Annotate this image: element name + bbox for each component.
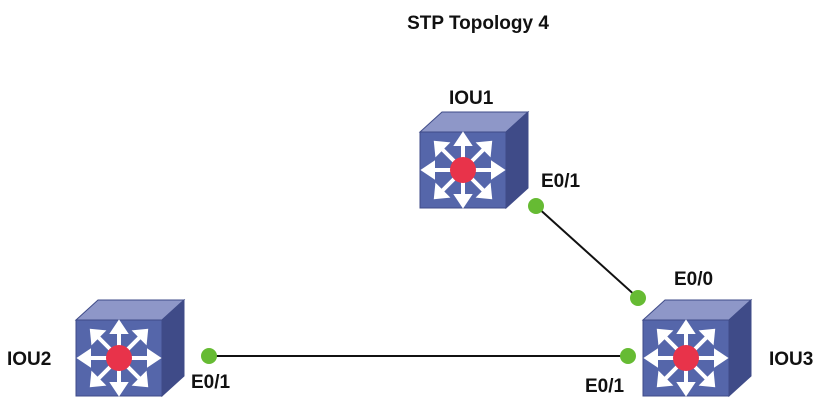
layer3-switch-icon — [641, 298, 753, 398]
layer3-switch-icon — [418, 110, 530, 210]
port-dot-iou3-e0-1[interactable] — [620, 348, 636, 364]
device-iou1[interactable]: IOU1 — [418, 88, 530, 210]
port-dot-iou2-e0-1[interactable] — [201, 348, 217, 364]
port-dot-iou3-e0-0[interactable] — [630, 290, 646, 306]
diagram-title: STP Topology 4 — [407, 13, 549, 34]
device-iou2[interactable]: IOU2 — [7, 298, 186, 398]
device-iou3[interactable]: IOU3 — [641, 298, 813, 398]
device-label-iou2: IOU2 — [7, 349, 51, 370]
layer3-switch-icon — [74, 298, 186, 398]
device-label-iou1: IOU1 — [449, 88, 494, 109]
device-label-iou3: IOU3 — [769, 349, 813, 370]
port-label-iou3-e0-1: E0/1 — [585, 376, 625, 397]
link-iou1-iou3 — [535, 205, 639, 299]
port-label-iou2: E0/1 — [191, 372, 231, 393]
port-dot-iou1-e0-1[interactable] — [528, 198, 544, 214]
port-label-iou1: E0/1 — [541, 171, 581, 192]
port-label-iou3-e0-0: E0/0 — [674, 269, 713, 290]
